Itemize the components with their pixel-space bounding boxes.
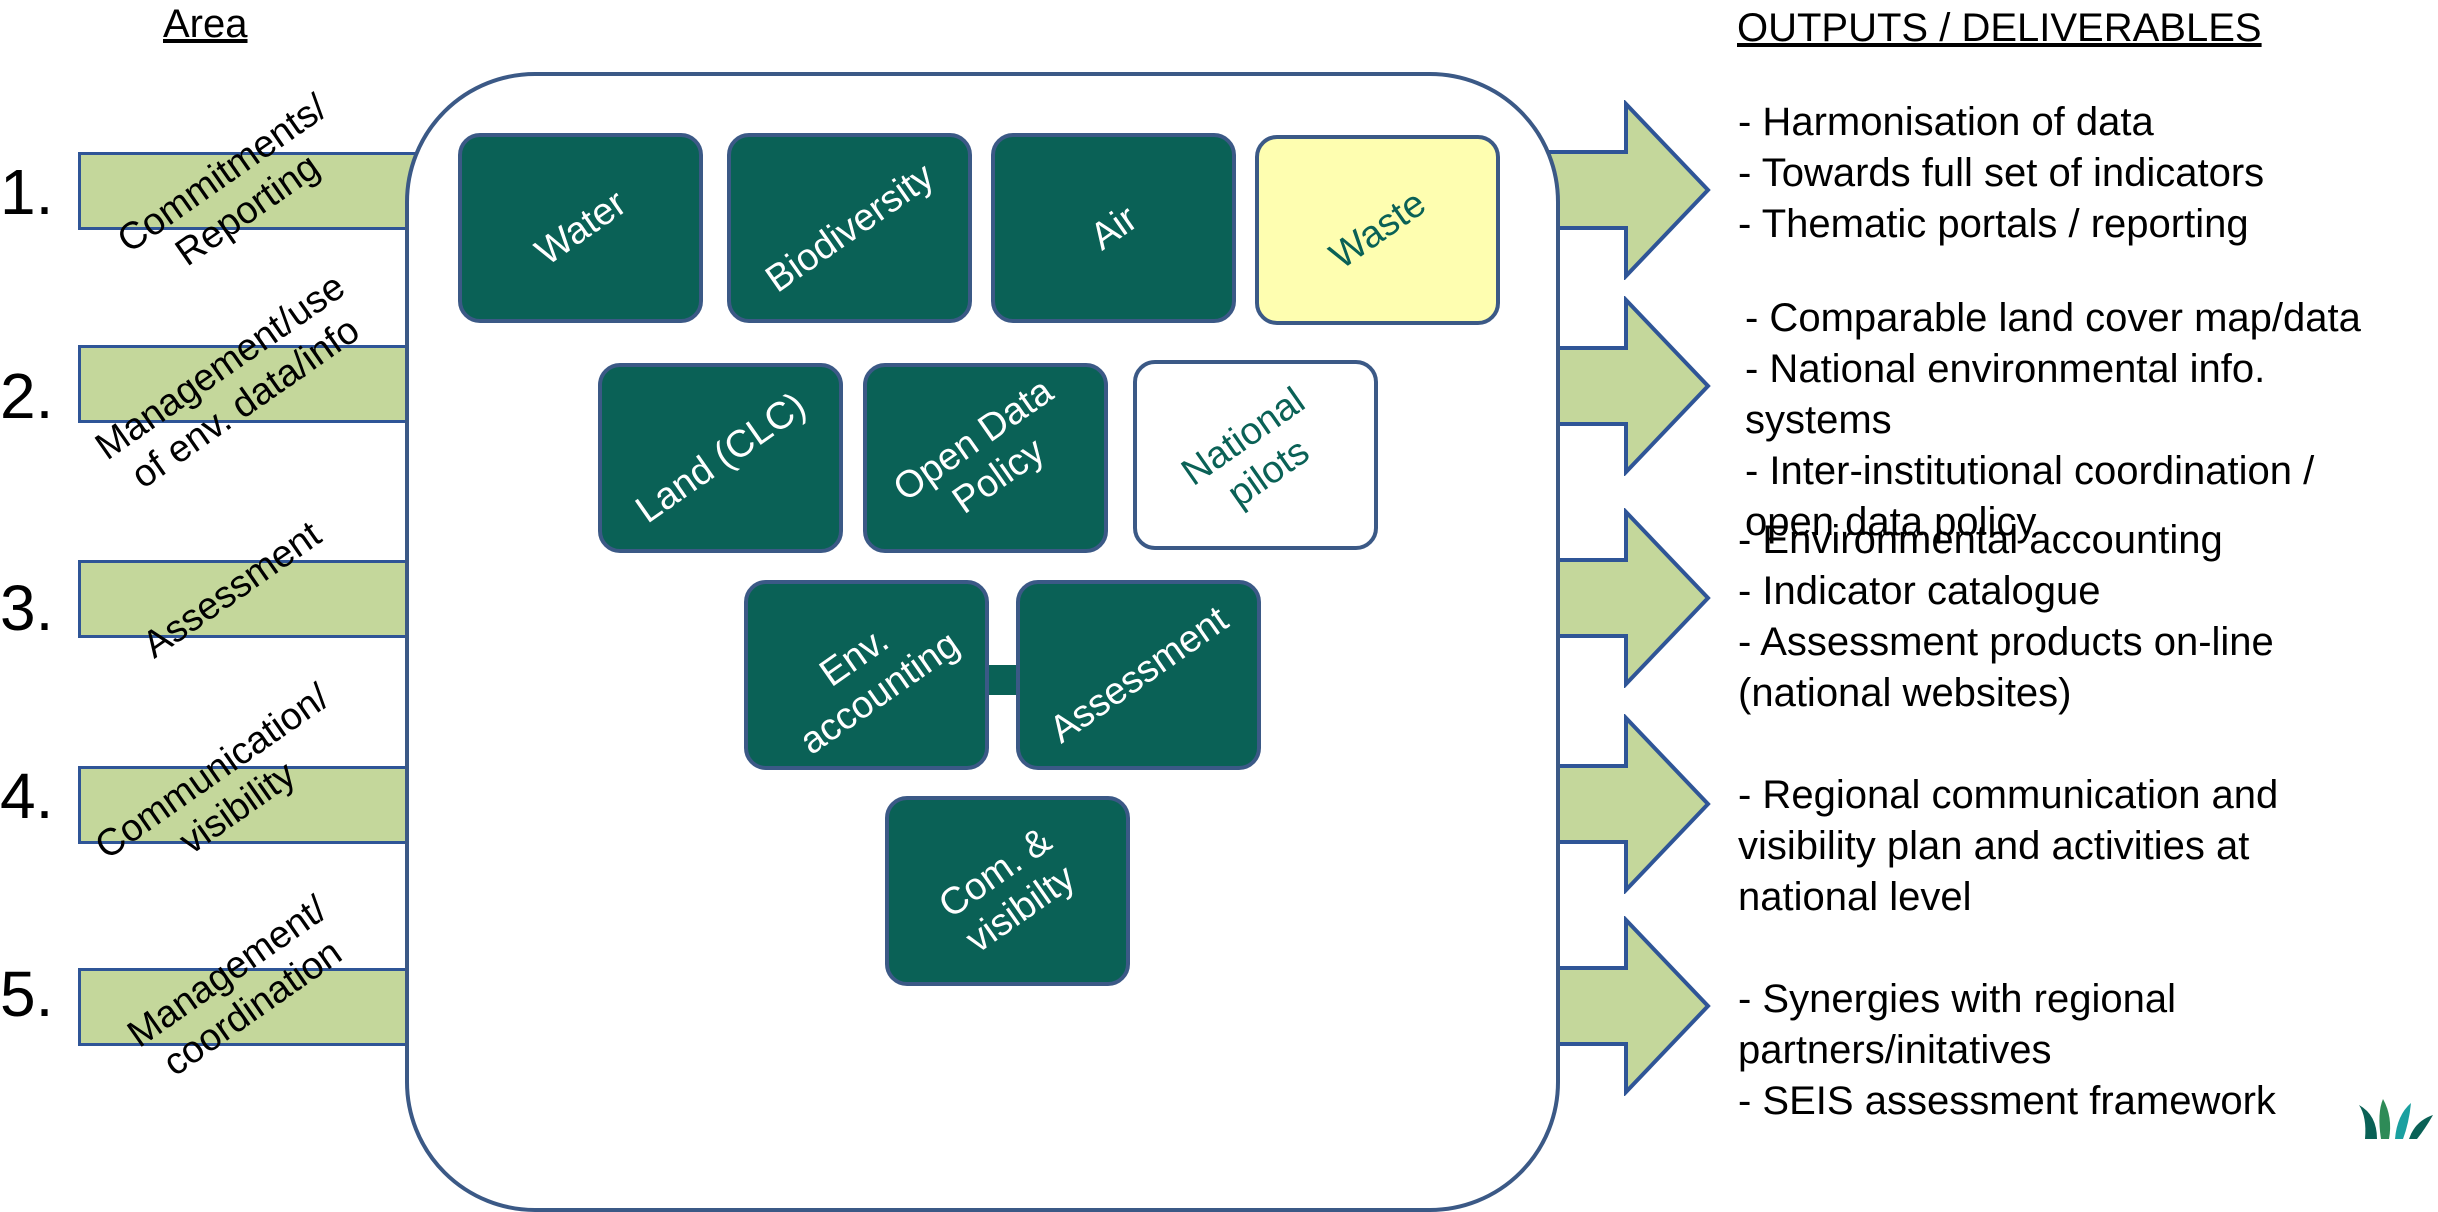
output-block-3: - Environmental accounting - Indicator c…: [1738, 518, 2274, 715]
tile-assessment: Assessment: [1016, 580, 1261, 770]
tile-land: Land (CLC): [598, 363, 843, 553]
tile-biodiversity-label: Biodiversity: [757, 155, 942, 301]
tile-open-data-policy: Open Data Policy: [863, 363, 1108, 553]
tile-connector: [985, 665, 1021, 695]
tile-water-label: Water: [527, 182, 634, 274]
tile-air: Air: [991, 133, 1236, 323]
area-number-5: 5.: [0, 958, 54, 1030]
tile-com-visibility: Com. & visibilty: [885, 796, 1130, 986]
output-block-1: - Harmonisation of data - Towards full s…: [1738, 100, 2265, 246]
tile-water: Water: [458, 133, 703, 323]
area-bar-5: [78, 968, 438, 1046]
tile-land-label: Land (CLC): [627, 384, 813, 532]
area-number-3: 3.: [0, 572, 54, 644]
area-number-4: 4.: [0, 760, 54, 832]
tile-open-data-policy-label: Open Data Policy: [885, 370, 1061, 523]
leaf-logo-icon: [2359, 1099, 2433, 1139]
tile-assessment-label: Assessment: [1041, 598, 1236, 752]
tile-national-pilots: National pilots: [1133, 360, 1378, 550]
tile-national-pilots-label: National pilots: [1173, 379, 1317, 516]
output-block-2: - Comparable land cover map/data - Natio…: [1745, 296, 2361, 544]
area-number-2: 2.: [0, 360, 54, 432]
tile-env-accounting-label: Env. accounting: [791, 618, 967, 763]
tile-biodiversity: Biodiversity: [727, 133, 972, 323]
tile-waste-label: Waste: [1321, 182, 1434, 278]
area-bar-1: [78, 152, 438, 230]
area-number-1: 1.: [0, 156, 54, 228]
output-block-4: - Regional communication and visibility …: [1738, 773, 2279, 919]
tile-com-visibility-label: Com. & visibilty: [930, 819, 1083, 962]
tile-air-label: Air: [1082, 197, 1145, 259]
area-heading: Area: [163, 2, 248, 46]
area-bar-3: [78, 560, 438, 638]
area-bar-2: [78, 345, 438, 423]
tile-waste: Waste: [1255, 135, 1500, 325]
output-block-5: - Synergies with regional partners/inita…: [1738, 977, 2276, 1123]
tile-env-accounting: Env. accounting: [744, 580, 989, 770]
area-bar-4: [78, 766, 438, 844]
outputs-heading: OUTPUTS / DELIVERABLES: [1737, 6, 2262, 50]
